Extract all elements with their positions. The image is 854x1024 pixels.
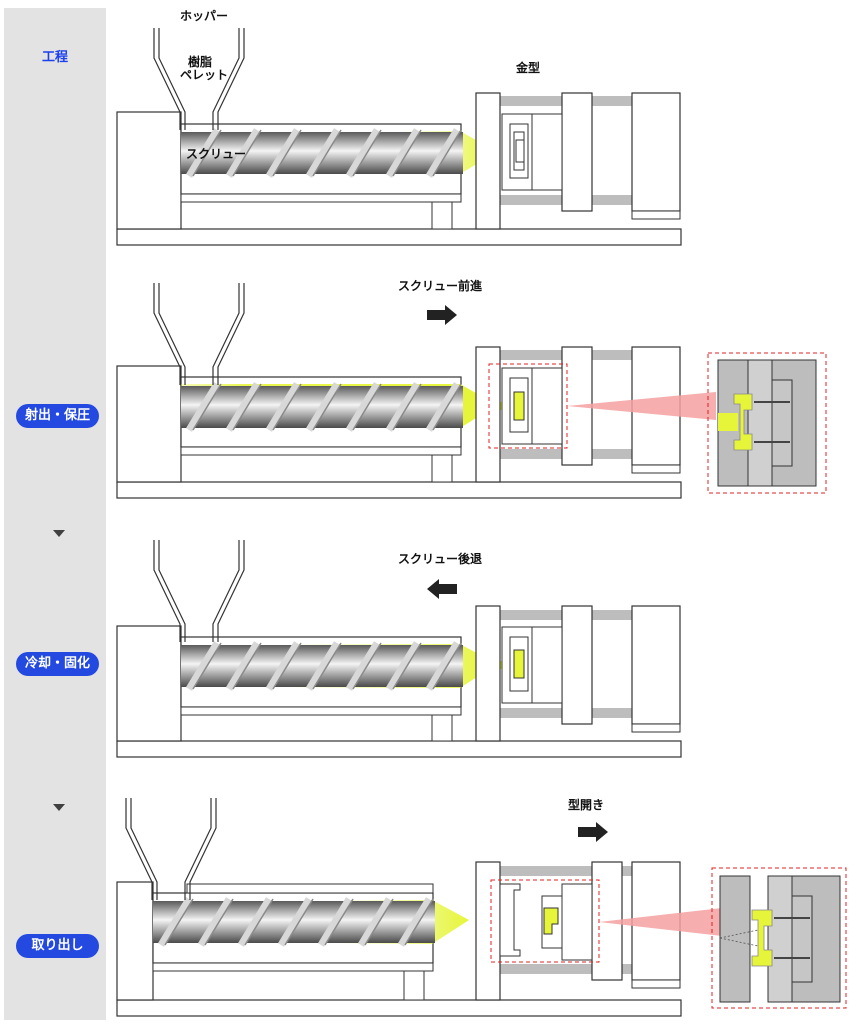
arrow-left-icon (427, 579, 457, 599)
hopper-label: ホッパー (180, 9, 228, 23)
triangle-down-icon (53, 804, 65, 811)
arrow-right-icon (578, 822, 608, 842)
mold-label: 金型 (515, 60, 540, 75)
triangle-down-icon (53, 530, 65, 537)
step-cooling-pill: 冷却・固化 (16, 652, 99, 676)
panel-plasticizing: ホッパー 樹脂 ペレット スクリュー 金型 (116, 9, 682, 246)
detail-zoom-box (711, 867, 847, 1009)
screw-forward-label: スクリュー前進 (398, 278, 483, 293)
resin-label-line1: 樹脂 (188, 54, 212, 69)
panel-ejection: 型開き (116, 797, 847, 1017)
detail-zoom-box (707, 352, 827, 494)
mold-open-label: 型開き (568, 797, 604, 812)
step-injection-pill: 射出・保圧 (16, 404, 99, 428)
screw-back-label: スクリュー後退 (398, 551, 482, 566)
detail-highlight-box (490, 879, 600, 963)
step-ejection-pill: 取り出し (16, 934, 99, 958)
process-title: 工程 (41, 50, 68, 65)
resin-label-line2: ペレット (180, 68, 228, 82)
arrow-right-icon (427, 305, 457, 325)
panel-injection: スクリュー前進 (116, 278, 827, 499)
screw-label: スクリュー (186, 147, 246, 161)
process-sidebar: 工程 射出・保圧 冷却・固化 取り出し (4, 8, 106, 1020)
panel-cooling: スクリュー後退 (116, 539, 682, 758)
